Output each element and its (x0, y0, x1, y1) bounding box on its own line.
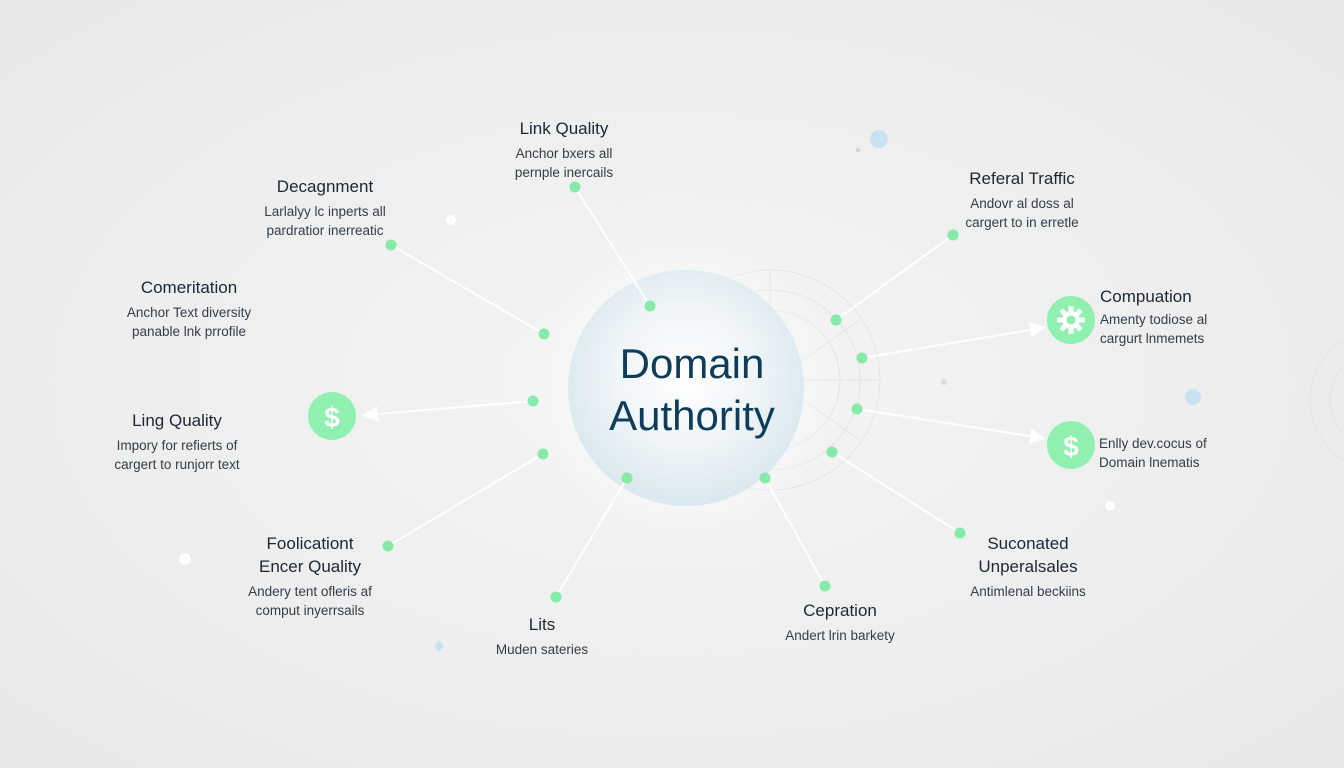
dot (644, 300, 656, 312)
node-title: Suconated Unperalsales (978, 534, 1078, 576)
node-desc: Enlly dev.cocus of Domain lnematis (1099, 434, 1207, 472)
dot (385, 239, 397, 251)
dot (382, 540, 394, 552)
node-desc-line: pardratior inerreatic (266, 223, 384, 238)
node-title: Comeritation (140, 278, 238, 297)
node-foolicationt: Foolicationt Encer Quality Andery tent o… (248, 532, 372, 620)
node-title: Foolicationt Encer Quality (258, 534, 362, 576)
node-desc: Andert lrin barkety (785, 626, 895, 645)
center-title-line1: Domain (619, 340, 765, 387)
node-desc-line: Enlly dev.cocus of (1099, 436, 1207, 451)
node-desc: Impory for refierts of cargert to runjor… (114, 436, 239, 474)
dot (527, 395, 539, 407)
node-title: Referal Traffic (969, 169, 1075, 188)
node-desc-line: Domain lnematis (1099, 455, 1200, 470)
node-desc-line: Antimlenal beckiins (970, 584, 1086, 599)
node-desc: Andery tent ofleris af comput inyerrsail… (248, 582, 372, 620)
node-desc-line: Larlalyy lc inperts all (264, 204, 386, 219)
node-desc-line: cargert to runjorr text (114, 457, 240, 472)
dot (621, 472, 633, 484)
dot (569, 181, 581, 193)
node-referal-traffic: Referal Traffic Andovr al doss al carger… (965, 167, 1078, 232)
node-title: Decagnment (276, 177, 374, 196)
node-desc: Amenty todiose al cargurt lnmemets (1100, 310, 1207, 348)
node-desc-line: Andovr al doss al (970, 196, 1074, 211)
node-desc: Antimlenal beckiins (970, 582, 1086, 601)
dollar-icon: $ (1047, 421, 1095, 469)
node-suconated: Suconated Unperalsales Antimlenal beckii… (970, 532, 1086, 601)
node-desc: Anchor Text diversity panable lnk prrofi… (127, 303, 251, 341)
node-desc-line: panable lnk prrofile (131, 324, 247, 339)
connector-link-quality (574, 186, 651, 307)
node-desc-line: pernple inercails (514, 165, 614, 180)
node-desc-line: Amenty todiose al (1100, 312, 1208, 327)
node-ling-quality: Ling Quality Impory for refierts of carg… (114, 409, 239, 474)
connector-ling-quality (362, 400, 534, 422)
decorative-dots (179, 130, 1201, 652)
connector-decagnment (390, 244, 545, 335)
node-compuation: Compuation Amenty todiose al cargurt lnm… (1100, 285, 1207, 348)
node-title: Compuation (1100, 287, 1192, 306)
node-desc: Andovr al doss al cargert to in erretle (965, 194, 1078, 232)
node-desc: Muden sateries (496, 640, 588, 659)
node-desc-line: cargert to in erretle (965, 215, 1079, 230)
node-desc-line: Andery tent ofleris af (248, 584, 372, 599)
dot (759, 472, 771, 484)
node-desc-line: Anchor bxers all (515, 146, 613, 161)
dot (819, 580, 831, 592)
node-title: Link Quality (519, 119, 609, 138)
node-desc-line: comput inyerrsails (255, 603, 365, 618)
connector-dots (382, 181, 966, 603)
dot (538, 328, 550, 340)
node-lits: Lits Muden sateries (496, 613, 588, 659)
node-title: Ling Quality (132, 411, 222, 430)
gear-icon (1047, 296, 1095, 344)
connector-foolicationt (387, 453, 544, 547)
dot (826, 446, 838, 458)
center-title-line2: Authority (609, 392, 775, 439)
dot (947, 229, 959, 241)
node-enlly: Enlly dev.cocus of Domain lnematis (1099, 434, 1207, 472)
dot (954, 527, 966, 539)
node-title: Cepration (803, 601, 877, 620)
node-decagnment: Decagnment Larlalyy lc inperts all pardr… (264, 175, 386, 240)
node-desc-line: Anchor Text diversity (126, 305, 252, 320)
dot (830, 314, 842, 326)
node-title: Lits (528, 615, 556, 634)
node-desc-line: Impory for refierts of (116, 438, 238, 453)
dot (856, 352, 868, 364)
dollar-icon: $ (308, 392, 356, 440)
connector-lits (555, 477, 628, 598)
node-desc: Anchor bxers all pernple inercails (515, 144, 613, 182)
node-desc-line: cargurt lnmemets (1100, 331, 1205, 346)
node-desc-line: Andert lrin barkety (785, 628, 895, 643)
center-title: Domain Authority (609, 338, 775, 442)
dot (537, 448, 549, 460)
connector-cepration (764, 477, 826, 587)
connector-suconated (831, 451, 961, 534)
node-comeritation: Comeritation Anchor Text diversity panab… (127, 276, 251, 341)
connector-enlly (856, 408, 1046, 445)
connector-referal (835, 234, 954, 321)
node-desc-line: Muden sateries (495, 642, 589, 657)
node-desc: Larlalyy lc inperts all pardratior inerr… (264, 202, 386, 240)
svg-text:$: $ (324, 402, 340, 433)
dot (851, 403, 863, 415)
connectors (362, 186, 1046, 598)
center-circle (568, 270, 804, 506)
node-link-quality: Link Quality Anchor bxers all pernple in… (515, 117, 613, 182)
svg-text:$: $ (1063, 431, 1079, 462)
dot (550, 591, 562, 603)
node-cepration: Cepration Andert lrin barkety (785, 599, 895, 645)
connector-compuation (861, 322, 1046, 359)
